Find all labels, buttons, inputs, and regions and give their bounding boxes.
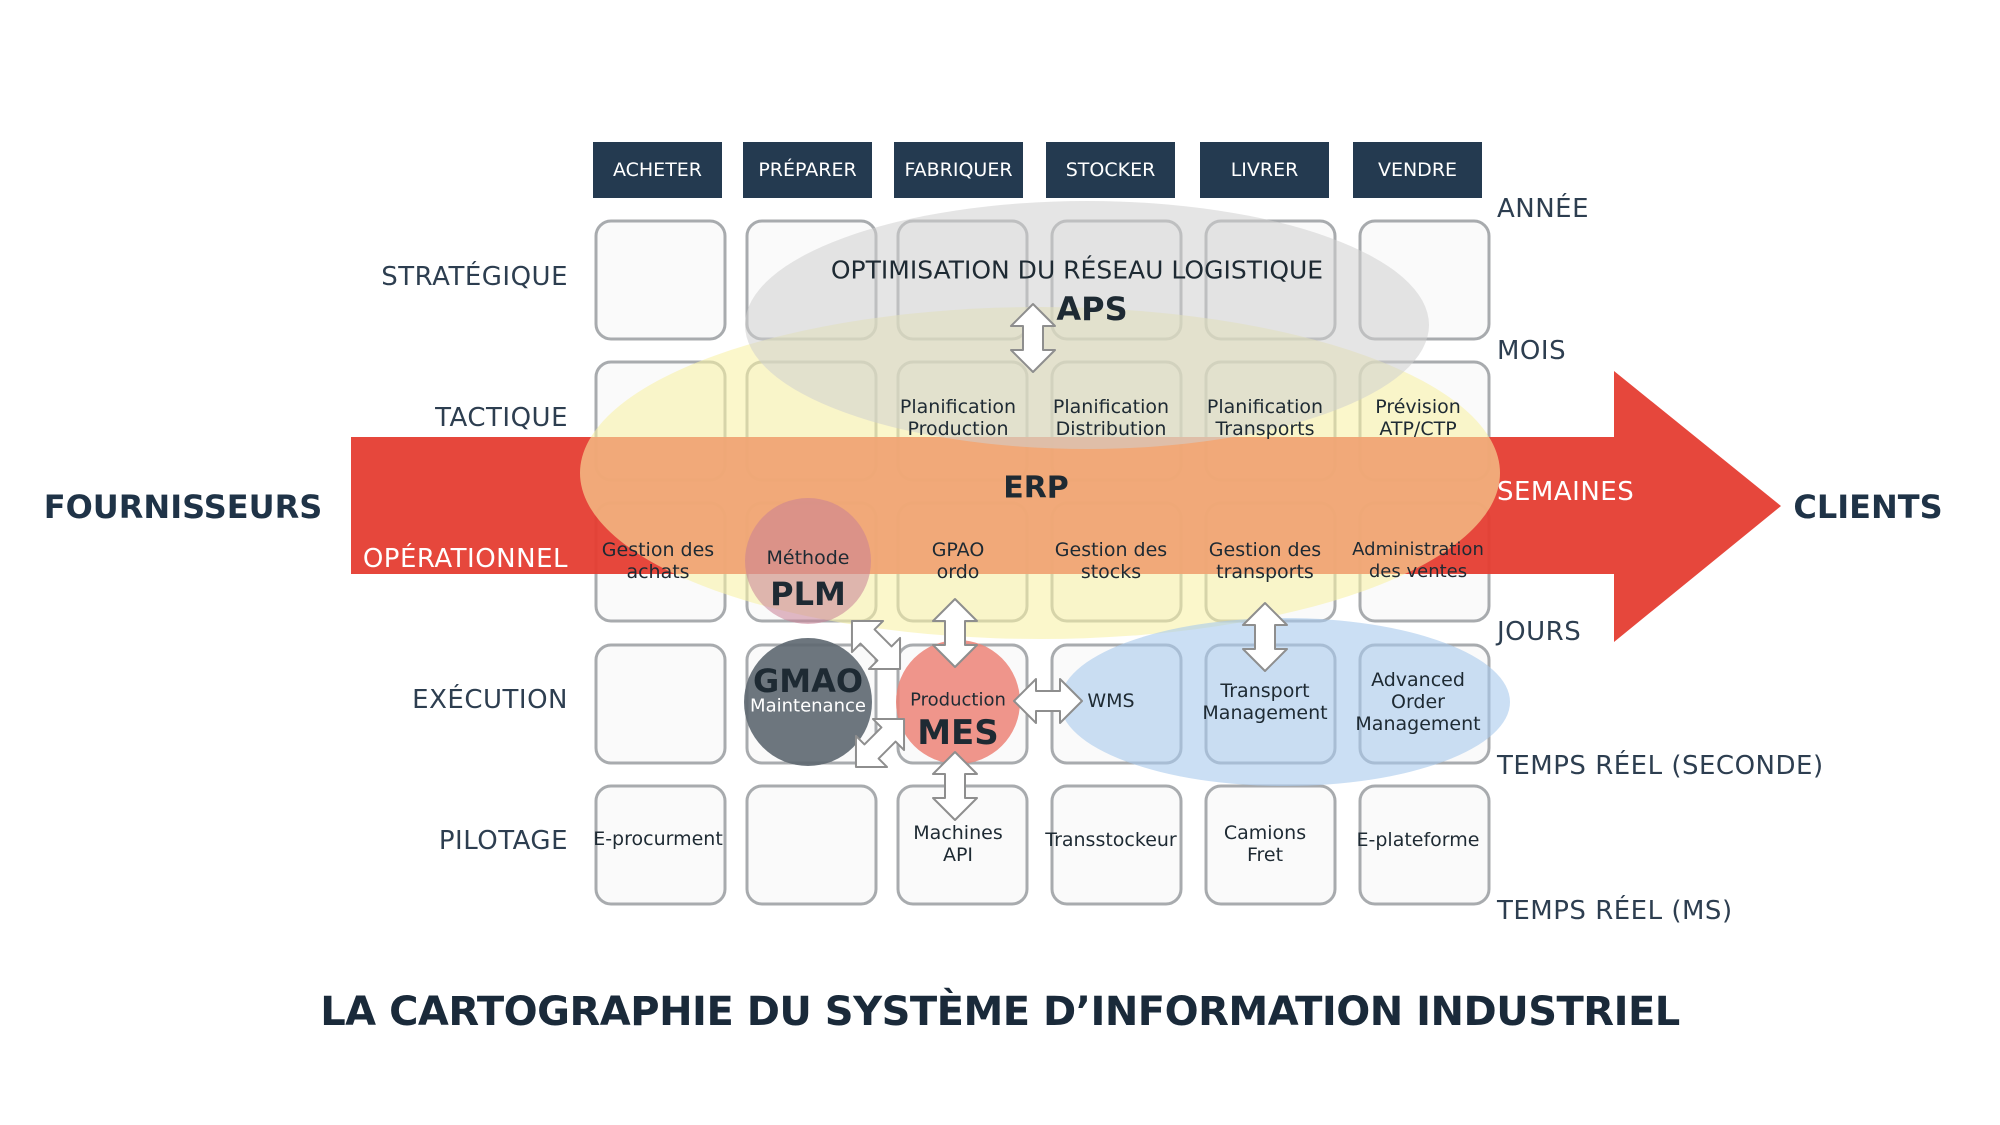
column-header-stocker: STOCKER (1046, 142, 1175, 198)
cell-planification-production: Planification Production (899, 396, 1017, 440)
gmao-circle (744, 638, 872, 766)
cell-planification-distribution: Planification Distribution (1052, 396, 1170, 440)
gmao-caption: Maintenance (750, 695, 866, 717)
cell-administration-des-ventes: Administration des ventes (1352, 539, 1484, 582)
plm-caption: Méthode (766, 547, 850, 569)
cell-camions-fret: Camions Fret (1223, 822, 1307, 866)
cell-gpao-ordo: GPAO ordo (931, 539, 985, 583)
column-header-preparer: PRÉPARER (743, 142, 872, 198)
timescale-semaines: SEMAINES (1497, 477, 1635, 507)
cell-wms: WMS (1087, 690, 1135, 712)
grid-cell-r0-c0 (594, 219, 727, 341)
fournisseurs-label: FOURNISSEURS (43, 488, 323, 526)
timescale-temps-reel-ms: TEMPS RÉEL (MS) (1497, 896, 1733, 926)
grid-cell-r3-c0 (594, 643, 727, 765)
grid-cell-r4-c0 (594, 784, 727, 906)
row-label-pilotage: PILOTAGE (438, 826, 568, 856)
cell-gestion-des-achats: Gestion des achats (601, 539, 715, 583)
cell-machines-api: Machines API (913, 822, 1003, 866)
cell-e-plateforme: E-plateforme (1356, 829, 1480, 851)
row-label-tactique: TACTIQUE (435, 403, 568, 433)
timescale-annee: ANNÉE (1497, 194, 1590, 224)
mes-circle (896, 640, 1020, 764)
aps-title: APS (1056, 290, 1128, 328)
column-header-acheter: ACHETER (593, 142, 722, 198)
grid-cell-r4-c1 (745, 784, 878, 906)
plm-circle (745, 498, 871, 624)
cell-advanced-order-management: Advanced Order Management (1355, 669, 1481, 735)
clients-label: CLIENTS (1793, 488, 1943, 526)
column-header-vendre: VENDRE (1353, 142, 1482, 198)
grid-cell-r4-c3 (1050, 784, 1183, 906)
timescale-temps-reel-seconde: TEMPS RÉEL (SECONDE) (1497, 751, 1824, 781)
cell-prevision-atp-ctp: Prévision ATP/CTP (1375, 396, 1461, 440)
mes-caption: Production (910, 689, 1006, 711)
timescale-mois: MOIS (1497, 336, 1567, 366)
cell-transport-management: Transport Management (1202, 680, 1328, 724)
cell-e-procurment: E-procurment (593, 828, 723, 850)
aps-caption: OPTIMISATION DU RÉSEAU LOGISTIQUE (830, 255, 1324, 285)
gmao-title: GMAO (752, 662, 864, 700)
cell-planification-transports: Planification Transports (1206, 396, 1324, 440)
plm-title: PLM (770, 575, 846, 613)
cell-gestion-des-stocks: Gestion des stocks (1054, 539, 1168, 583)
row-label-operationnel: OPÉRATIONNEL (362, 544, 568, 574)
diagram-title: LA CARTOGRAPHIE DU SYSTÈME D’INFORMATION… (320, 989, 1680, 1035)
cell-transstockeur: Transstockeur (1045, 829, 1177, 851)
row-label-execution: EXÉCUTION (412, 685, 568, 715)
cell-gestion-des-transports: Gestion des transports (1208, 539, 1322, 583)
aps-ellipse (745, 201, 1429, 449)
execution-ellipse (1060, 618, 1510, 786)
grid-cell-r4-c5 (1358, 784, 1491, 906)
mes-title: MES (917, 713, 999, 753)
erp-title: ERP (1003, 470, 1069, 506)
column-header-livrer: LIVRER (1200, 142, 1329, 198)
column-header-fabriquer: FABRIQUER (894, 142, 1023, 198)
timescale-jours: JOURS (1497, 617, 1582, 647)
row-label-strategique: STRATÉGIQUE (381, 262, 568, 292)
grid-cell-r4-c4 (1204, 784, 1337, 906)
